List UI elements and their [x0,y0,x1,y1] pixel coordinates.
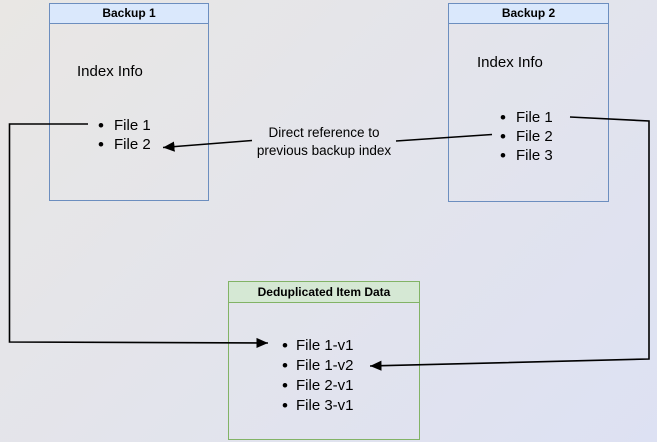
list-item: File 1-v1 [282,336,354,356]
direct-reference-label: Direct reference to previous backup inde… [243,124,405,160]
list-item: File 2 [500,127,553,146]
backup2-subtitle: Index Info [477,54,543,71]
list-item: File 1 [500,108,553,127]
dedup-title: Deduplicated Item Data [229,282,419,303]
list-item: File 1 [98,116,151,135]
backup2-box: Backup 2 Index Info File 1 File 2 File 3 [448,3,609,202]
list-item: File 2 [98,135,151,154]
backup1-subtitle: Index Info [77,63,143,80]
backup1-file-list: File 1 File 2 [98,116,151,154]
direct-reference-label-line1: Direct reference to [268,125,380,140]
backup1-box: Backup 1 Index Info File 1 File 2 [49,3,209,201]
dedup-box: Deduplicated Item Data File 1-v1 File 1-… [228,281,420,440]
list-item: File 3-v1 [282,396,354,416]
dedup-file-list: File 1-v1 File 1-v2 File 2-v1 File 3-v1 [282,336,354,416]
backup1-title: Backup 1 [50,4,208,24]
backup2-file-list: File 1 File 2 File 3 [500,108,553,165]
list-item: File 1-v2 [282,356,354,376]
direct-reference-label-line2: previous backup index [256,143,392,158]
list-item: File 2-v1 [282,376,354,396]
backup2-title: Backup 2 [449,4,608,24]
list-item: File 3 [500,146,553,165]
